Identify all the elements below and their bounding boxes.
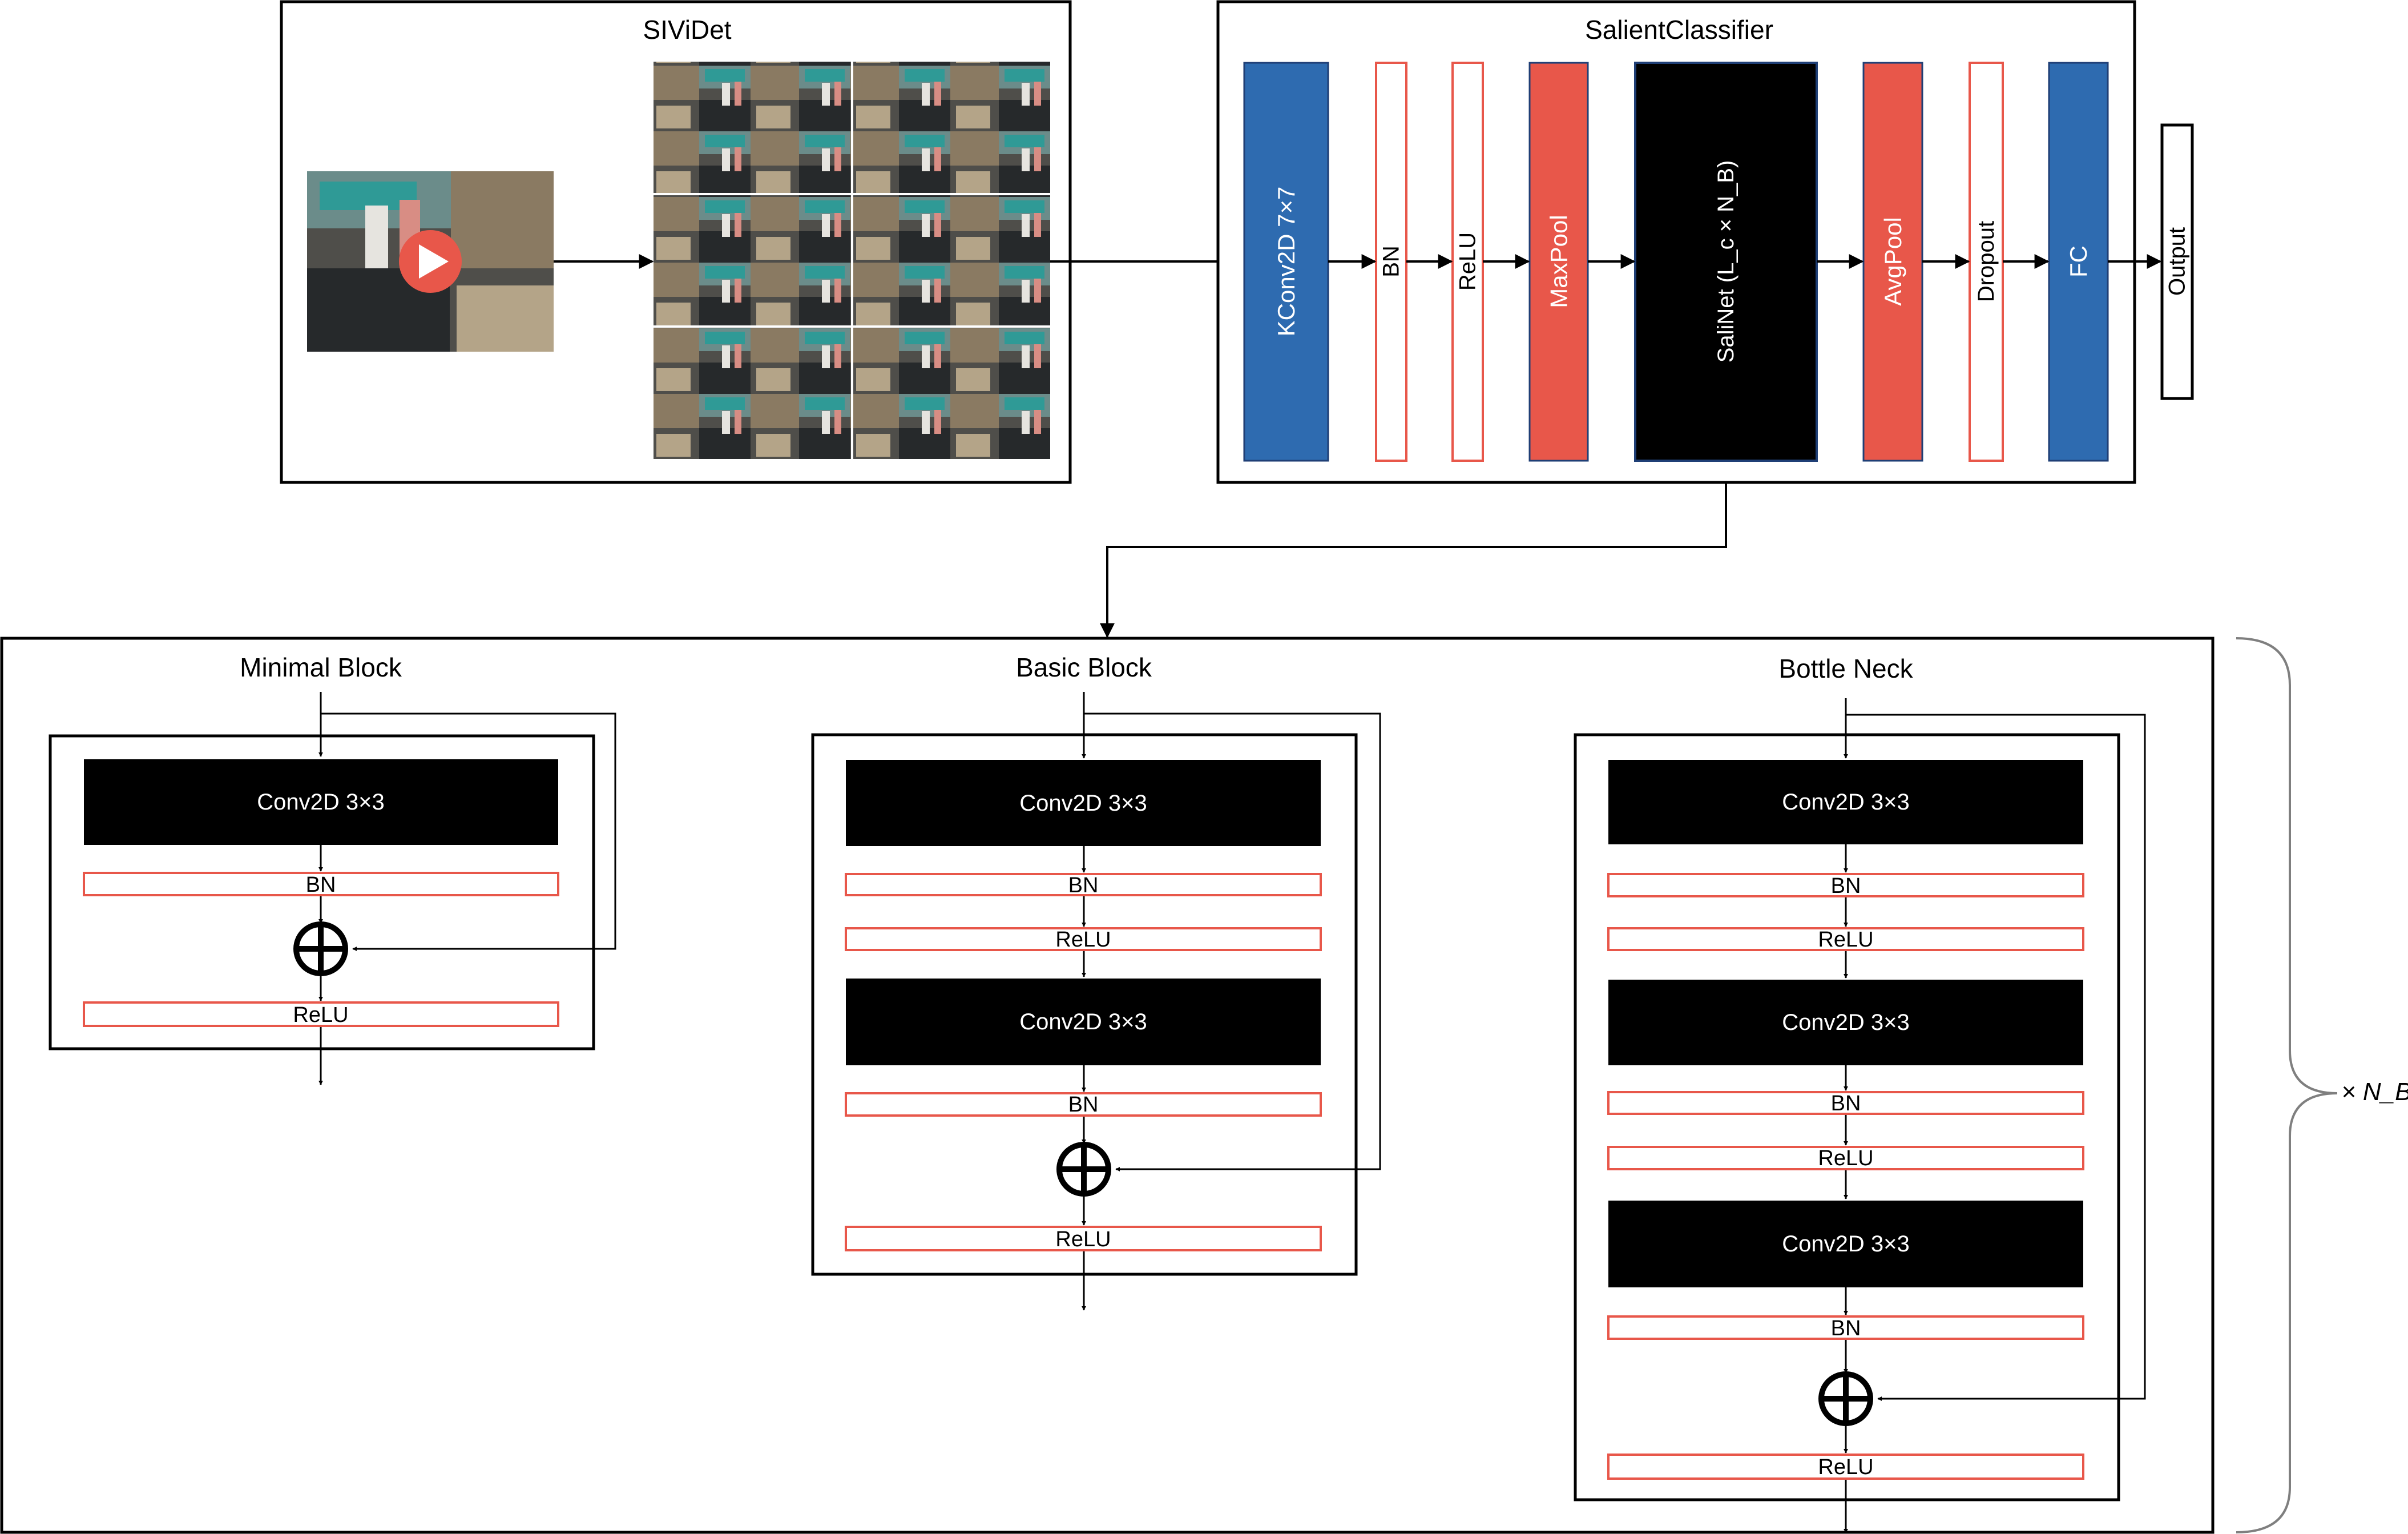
salient-classifier-title: SalientClassifier xyxy=(1585,15,1773,45)
layer-salinet: SaliNet (L_c × N_B) xyxy=(1634,62,1818,462)
bottleneck-relu-2-label: ReLU xyxy=(1818,1146,1873,1170)
layer-fc: FC xyxy=(2048,62,2109,462)
layer-relu: ReLU xyxy=(1451,62,1484,462)
output-node: Output xyxy=(2160,123,2194,400)
layer-salinet-label: SaliNet (L_c × N_B) xyxy=(1713,160,1739,363)
layer-bn: BN xyxy=(1375,62,1407,462)
layer-kconv2d-label: KConv2D 7×7 xyxy=(1273,187,1300,337)
bottleneck-bn-2-label: BN xyxy=(1831,1092,1861,1116)
basic-conv-2-label: Conv2D 3×3 xyxy=(1019,1009,1147,1034)
layer-kconv2d: KConv2D 7×7 xyxy=(1243,62,1329,462)
bottleneck-relu-3-label: ReLU xyxy=(1818,1455,1873,1479)
repeat-brace: × N_B xyxy=(2236,637,2408,1533)
bottleneck-conv-2-label: Conv2D 3×3 xyxy=(1782,1010,1909,1035)
bottleneck-bn-1-label: BN xyxy=(1831,874,1861,898)
basic-relu-2-layer xyxy=(845,1226,1322,1251)
bottleneck-block: Bottle Neck Conv2D 3×3 BN ReLU Conv2D 3×… xyxy=(1574,654,2146,1533)
basic-bn-1-layer xyxy=(845,873,1322,896)
basic-relu-2-label: ReLU xyxy=(1055,1227,1111,1251)
play-icon[interactable] xyxy=(399,230,462,293)
minimal-relu-layer xyxy=(83,1001,559,1027)
bottleneck-conv-1-layer xyxy=(1608,760,2083,844)
input-video-thumbnail[interactable] xyxy=(307,171,554,352)
minimal-block-title: Minimal Block xyxy=(240,653,402,682)
basic-bn-2-layer xyxy=(845,1092,1322,1117)
bottleneck-conv-1-label: Conv2D 3×3 xyxy=(1782,790,1909,815)
sividet-title: SIViDet xyxy=(643,15,731,45)
bottleneck-bn-2-layer xyxy=(1607,1091,2084,1115)
salient-classifier-panel: SalientClassifier KConv2D 7×7 BN ReLU Ma… xyxy=(1216,0,2162,484)
minimal-block: Minimal Block Conv2D 3×3 BN ReLU xyxy=(49,653,616,1085)
sividet-panel: SIViDet xyxy=(280,0,1072,484)
bottleneck-relu-1-layer xyxy=(1607,927,2084,951)
bottleneck-block-title: Bottle Neck xyxy=(1778,654,1913,683)
basic-block-title: Basic Block xyxy=(1016,653,1152,682)
minimal-conv-label: Conv2D 3×3 xyxy=(257,790,384,815)
bottleneck-conv-3-layer xyxy=(1608,1201,2083,1287)
layer-dropout: Dropout xyxy=(1969,62,2004,462)
layer-maxpool: MaxPool xyxy=(1528,62,1589,462)
basic-conv-1-label: Conv2D 3×3 xyxy=(1019,791,1147,816)
basic-conv-1-layer xyxy=(846,760,1321,846)
layer-dropout-label: Dropout xyxy=(1974,221,1999,302)
repeat-label: × N_B xyxy=(2341,1078,2408,1106)
sum-icon xyxy=(293,921,348,976)
frame-grid xyxy=(654,62,1050,459)
bottleneck-bn-1-layer xyxy=(1607,873,2084,897)
layer-avgpool: AvgPool xyxy=(1862,62,1923,462)
sum-icon xyxy=(1818,1371,1873,1426)
basic-bn-2-label: BN xyxy=(1068,1093,1099,1117)
bottleneck-relu-1-label: ReLU xyxy=(1818,928,1873,952)
basic-block: Basic Block Conv2D 3×3 BN ReLU Conv2D 3×… xyxy=(811,653,1381,1311)
minimal-relu-label: ReLU xyxy=(293,1003,348,1027)
minimal-bn-label: BN xyxy=(306,873,336,897)
basic-relu-1-label: ReLU xyxy=(1055,928,1111,952)
layer-avgpool-label: AvgPool xyxy=(1879,217,1906,306)
layer-maxpool-label: MaxPool xyxy=(1546,215,1572,308)
layer-fc-label: FC xyxy=(2065,245,2092,277)
bottleneck-relu-2-layer xyxy=(1607,1146,2084,1170)
bottleneck-conv-3-label: Conv2D 3×3 xyxy=(1782,1231,1909,1257)
bottleneck-bn-3-label: BN xyxy=(1831,1316,1861,1340)
layer-relu-label: ReLU xyxy=(1455,232,1481,291)
basic-bn-1-label: BN xyxy=(1068,873,1099,897)
bottleneck-relu-3-layer xyxy=(1607,1454,2084,1480)
basic-relu-1-layer xyxy=(845,927,1322,951)
bottleneck-bn-3-layer xyxy=(1607,1315,2084,1340)
sum-icon xyxy=(1056,1142,1111,1197)
minimal-bn-layer xyxy=(83,872,559,896)
basic-conv-2-layer xyxy=(846,979,1321,1065)
output-label: Output xyxy=(2165,227,2190,296)
arrow-salinet-to-blocks xyxy=(1100,482,1727,638)
layer-bn-label: BN xyxy=(1379,245,1404,277)
minimal-conv-layer xyxy=(84,759,558,845)
bottleneck-conv-2-layer xyxy=(1608,980,2083,1065)
